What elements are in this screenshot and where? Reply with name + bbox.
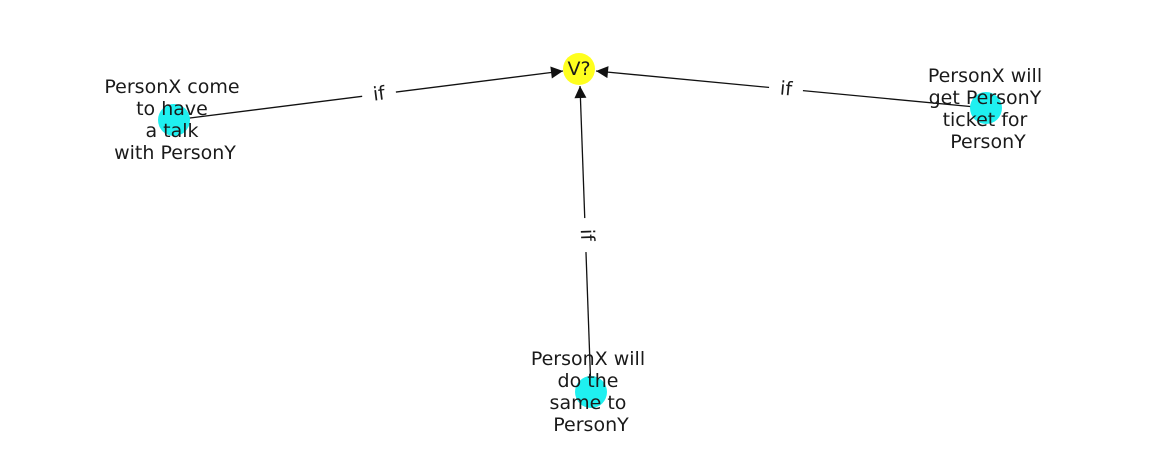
edge-label-text: if [779, 77, 794, 100]
edge-label-text: if [576, 229, 598, 243]
edge-label-left: if [360, 80, 398, 108]
source-node-text: PersonX come to have a talk with PersonY [104, 76, 245, 164]
label-line: same to [550, 392, 627, 414]
source-node-text: PersonX will do the same to PersonY [531, 348, 651, 436]
label-line: PersonY [950, 131, 1026, 153]
edge-label-right: if [768, 76, 804, 102]
source-node-right[interactable] [970, 92, 1002, 124]
source-node-left-label: PersonX come to have a talk with PersonY [104, 76, 245, 164]
target-node-text: V? [567, 58, 590, 80]
label-line: a talk [145, 120, 198, 142]
label-line: to have [136, 98, 208, 120]
source-node-text: PersonX will get PersonY ticket for Pers… [928, 65, 1048, 153]
target-node-label: V? [567, 58, 590, 80]
label-line: PersonY [553, 414, 629, 436]
target-node-v[interactable] [563, 53, 595, 85]
label-line: do the [558, 370, 619, 392]
label-line: ticket for [943, 109, 1028, 131]
source-node-bottom[interactable] [575, 376, 607, 408]
label-line: with PersonY [114, 142, 236, 164]
label-line: PersonX come [104, 76, 239, 98]
source-node-right-label: PersonX will get PersonY ticket for Pers… [928, 65, 1048, 153]
edge-label-text: if [372, 82, 388, 105]
source-node-left[interactable] [158, 104, 190, 136]
source-node-bottom-label: PersonX will do the same to PersonY [531, 348, 651, 436]
label-line: get PersonY [929, 87, 1042, 109]
edge-label-bottom: if [575, 217, 599, 253]
label-line: PersonX will [928, 65, 1042, 87]
label-line: PersonX will [531, 348, 645, 370]
